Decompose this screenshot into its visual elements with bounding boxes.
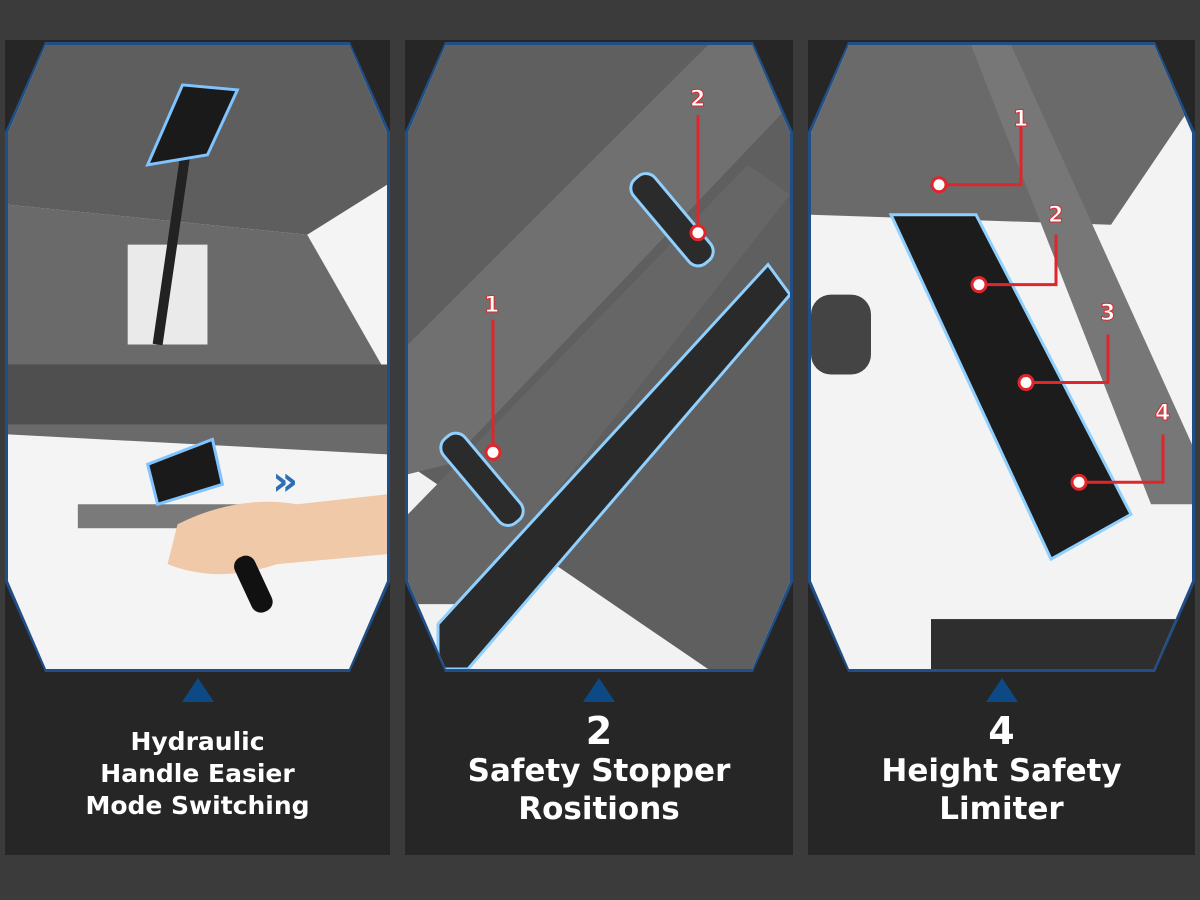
photo-frame: » [5,42,390,672]
callout-label-1: 1 [1013,107,1029,132]
callout-label-1: 1 [484,293,500,318]
photo-frame: 1 2 [405,42,793,672]
pointer-triangle-icon [985,678,1018,702]
caption-line: Rositions [518,791,680,827]
safety-stopper-photo: 1 2 [408,45,790,669]
feature-panel-hydraulic-handle: » Hydraulic Handle Easier Mode Switching [5,40,390,855]
feature-panel-height-limiter: 1 2 3 4 4 Height Safety Limiter [808,40,1195,855]
caption: 4 Height Safety Limiter [808,710,1195,828]
caption-number: 2 [585,709,613,753]
caption-line: Hydraulic [130,727,265,756]
pointer-triangle-icon [583,678,615,702]
photo-frame: 1 2 3 4 [808,42,1195,672]
callout-label-3: 3 [1100,301,1116,326]
caption-line: Height Safety [881,753,1122,789]
hydraulic-handle-photo: » [8,45,387,669]
caption: 2 Safety Stopper Rositions [405,710,793,828]
caption-line: Mode Switching [85,791,310,820]
caption-line: Handle Easier [100,759,295,788]
svg-text:»: » [272,458,298,504]
feature-panel-safety-stopper: 1 2 2 Safety Stopper Rositions [405,40,793,855]
height-limiter-photo: 1 2 3 4 [811,45,1192,669]
callout-label-2: 2 [1048,203,1064,228]
caption: Hydraulic Handle Easier Mode Switching [5,710,390,822]
caption-number: 4 [988,709,1015,753]
pointer-triangle-icon [181,678,214,702]
callout-label-4: 4 [1155,401,1171,426]
caption-line: Safety Stopper [467,753,731,789]
caption-line: Limiter [939,791,1064,827]
callout-label-2: 2 [690,87,706,112]
